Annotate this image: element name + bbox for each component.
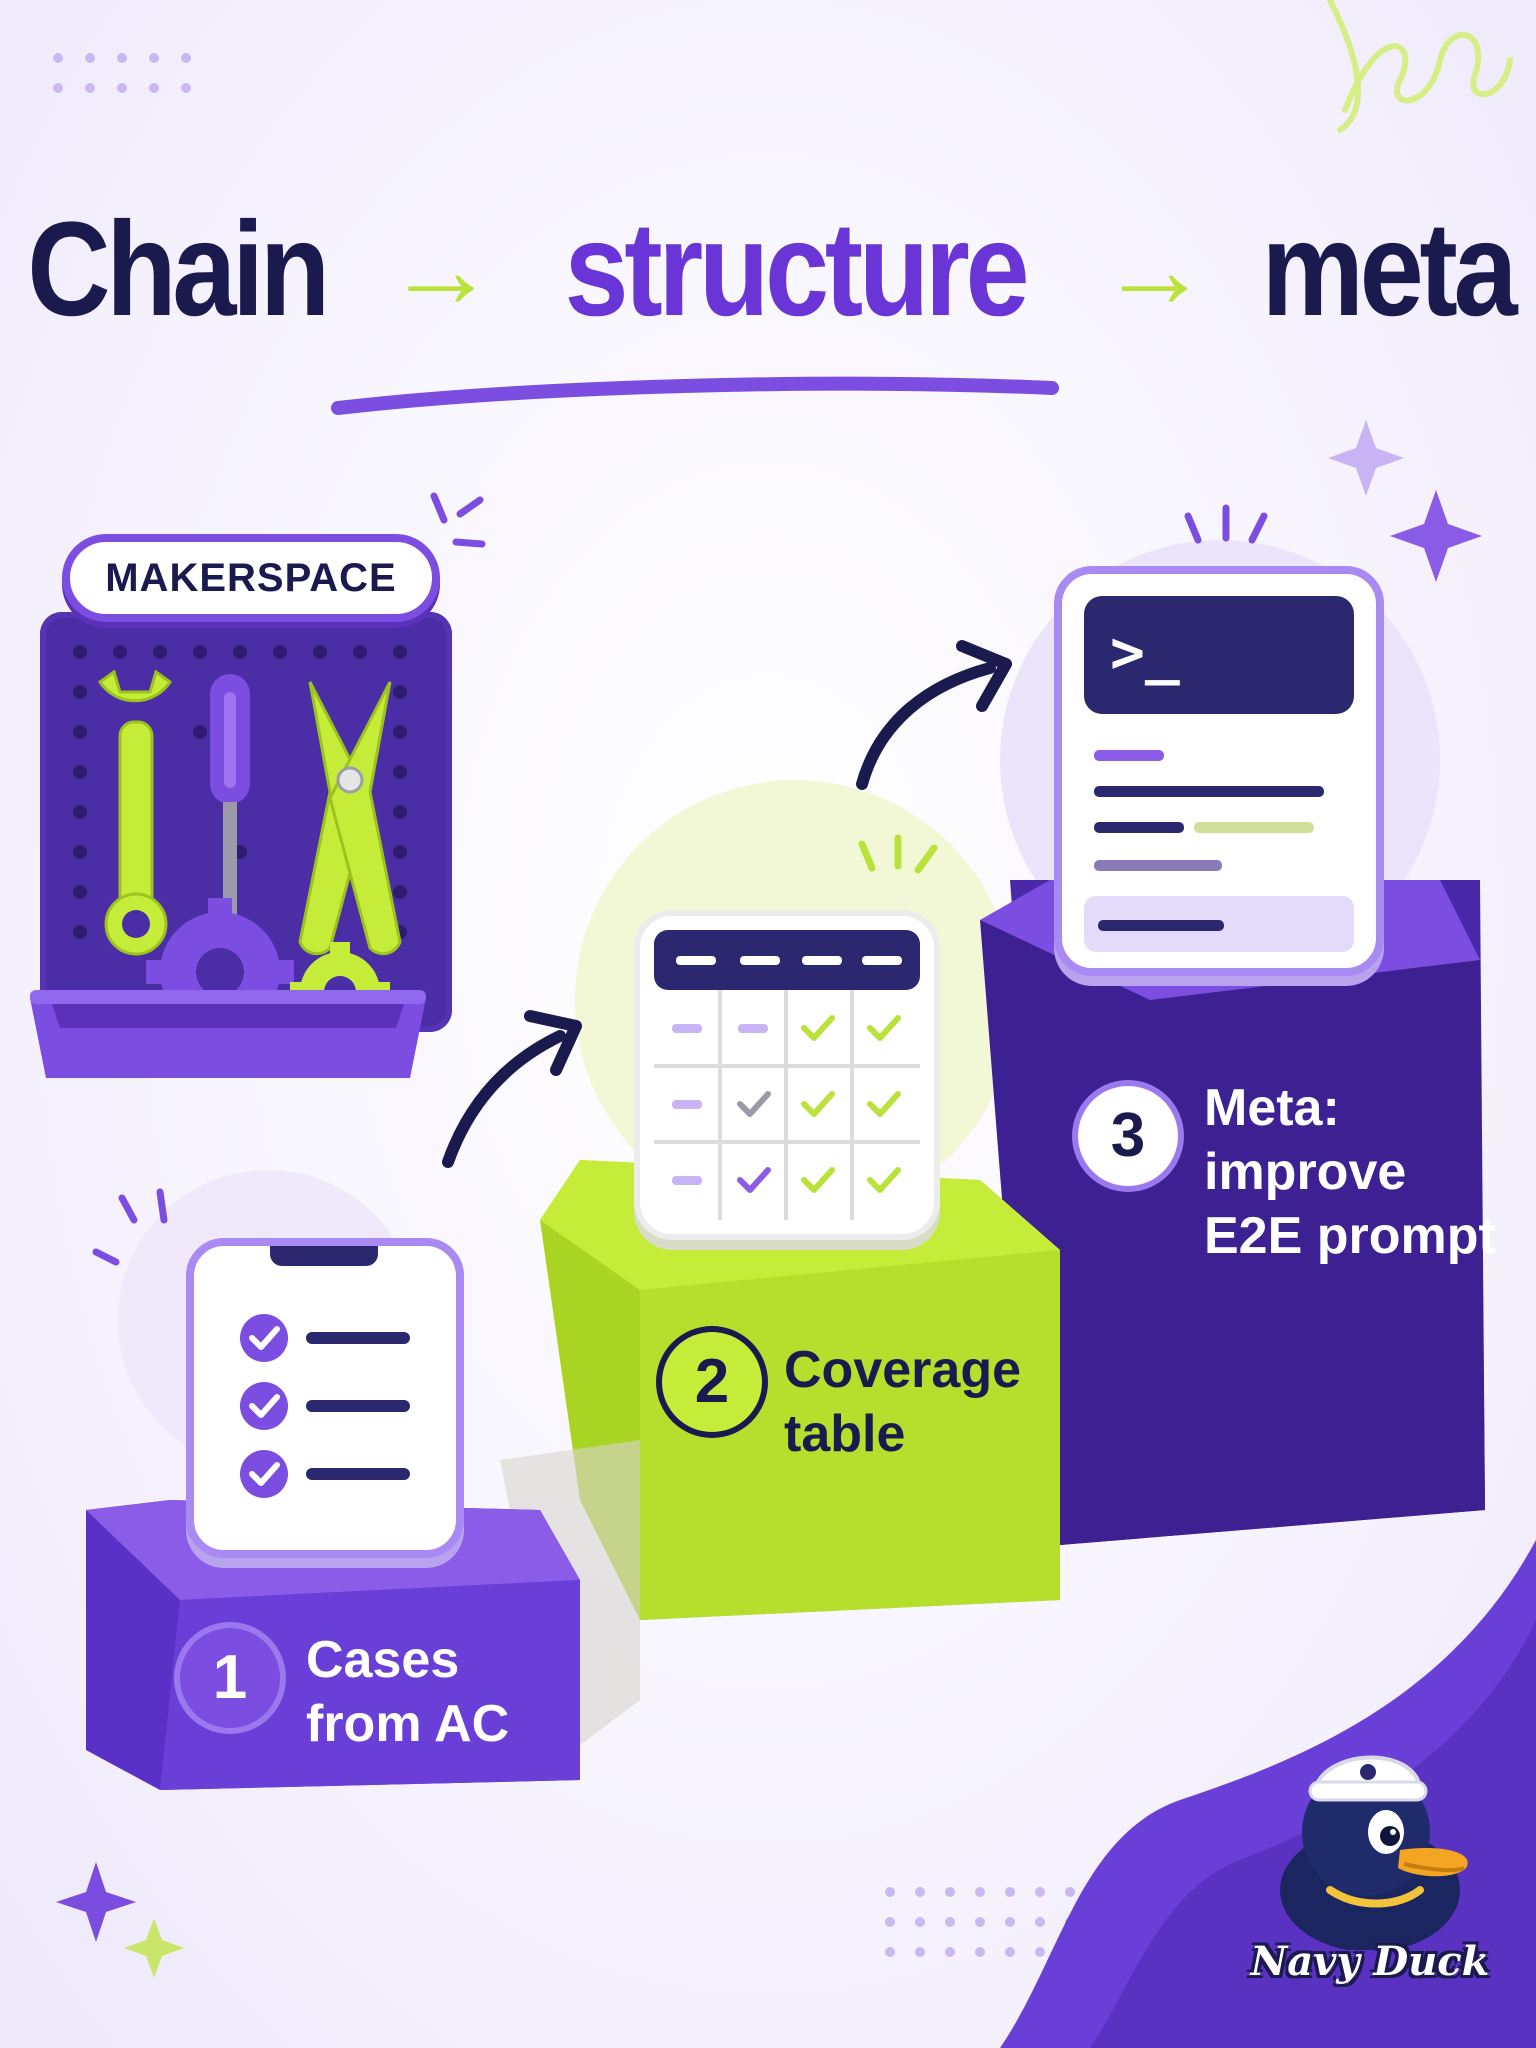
title-underline	[331, 376, 1059, 415]
step-1-label: Cases from AC	[306, 1628, 509, 1756]
step-3-label-line3: E2E prompt	[1204, 1207, 1496, 1265]
navy-duck-mascot-icon	[1280, 1755, 1468, 1950]
step-1-label-line2: from AC	[306, 1695, 510, 1753]
step-3-badge: 3	[1078, 1086, 1178, 1186]
clipboard-checklist-icon	[240, 1246, 410, 1498]
title-word-meta: meta	[1261, 194, 1517, 344]
title-arrow-1: →	[386, 207, 496, 331]
title-word-chain: Chain	[26, 194, 330, 344]
step-1-label-line1: Cases	[306, 1631, 460, 1689]
terminal-header: >_	[1084, 596, 1354, 714]
step-1-number: 1	[212, 1643, 248, 1712]
step-2-label-line2: table	[784, 1405, 906, 1463]
step-3-label: Meta: improve E2E prompt	[1204, 1076, 1496, 1268]
step-3-card: >_	[1054, 566, 1384, 976]
brand-name: Navy Duck	[1250, 1938, 1490, 1985]
step-2-number: 2	[694, 1347, 730, 1416]
step-3-label-line1: Meta:	[1204, 1079, 1340, 1137]
pegboard-tray	[30, 990, 426, 1078]
terminal-prompt-icon: >_	[1110, 618, 1180, 686]
step-2-label-line1: Coverage	[784, 1341, 1021, 1399]
makerspace-sign-rays	[430, 492, 486, 548]
step-3-label-line2: improve	[1204, 1143, 1407, 1201]
step-1-badge: 1	[180, 1628, 280, 1728]
step-2-badge: 2	[662, 1332, 762, 1432]
step-3-number: 3	[1110, 1101, 1146, 1170]
document-lines	[1084, 750, 1354, 952]
page-title: Chain → structure → meta	[0, 185, 1536, 345]
step-2-card	[634, 910, 940, 1240]
step-1-card	[186, 1238, 464, 1558]
coverage-table-icon	[654, 930, 920, 1220]
makerspace-sign-label: MAKERSPACE	[105, 556, 397, 600]
pegboard-tools	[73, 645, 407, 1046]
title-arrow-2: →	[1099, 207, 1209, 331]
title-word-structure: structure	[564, 194, 1030, 344]
makerspace-sign: MAKERSPACE	[62, 534, 440, 622]
step-2-label: Coverage table	[784, 1338, 1021, 1466]
